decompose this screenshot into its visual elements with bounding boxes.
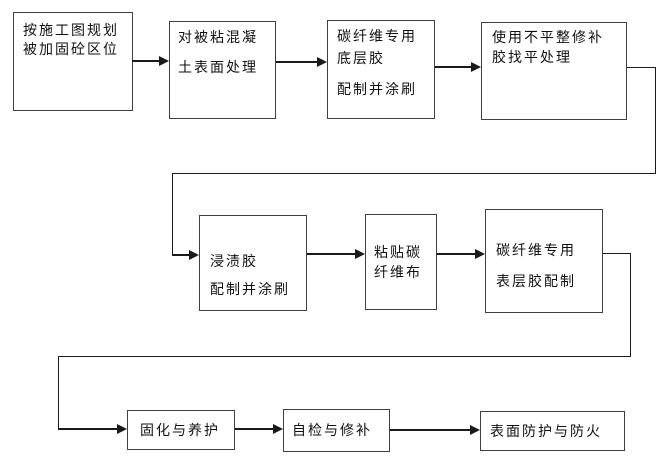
flow-step-surface-protection: 表面防护与防火: [480, 411, 625, 451]
connector-leveling-to-saturant: [627, 67, 656, 68]
flow-step-label-line: 固化与养护: [140, 421, 220, 438]
arrowhead-icon: [355, 249, 365, 259]
arrow-paste-to-topcoat: [437, 253, 477, 255]
flow-step-paste-carbon-fiber: 粘贴碳 纤维布: [365, 214, 437, 310]
arrow-primer-to-leveling: [435, 66, 473, 68]
connector-leveling-to-saturant: [172, 173, 656, 174]
flow-step-label-line: 配制并涂刷: [337, 81, 417, 97]
flow-step-label-line: 碳纤维专用: [496, 242, 576, 258]
connector-topcoat-to-curing: [58, 356, 59, 429]
flow-step-self-inspection: 自检与修补: [283, 409, 390, 452]
arrowhead-icon: [317, 57, 327, 67]
arrowhead-icon: [470, 425, 480, 435]
arrowhead-icon: [117, 424, 127, 434]
flow-step-label-line: 表面防护与防火: [490, 422, 602, 439]
flow-step-label-line: 对被粘混凝: [178, 29, 258, 45]
connector-leveling-to-saturant: [172, 173, 173, 255]
arrow-surface-to-primer: [276, 61, 319, 63]
flow-step-label-line: 胶找平处理: [492, 49, 572, 65]
flow-step-topcoat-adhesive: 碳纤维专用 表层胶配制: [485, 209, 603, 313]
flow-step-label-line: 粘贴碳: [374, 244, 422, 260]
connector-topcoat-to-curing: [58, 428, 119, 430]
flow-step-leveling-repair: 使用不平整修补 胶找平处理: [481, 22, 627, 120]
connector-topcoat-to-curing: [603, 253, 631, 254]
flow-step-label-line: 被加固砼区位: [23, 41, 119, 57]
flow-step-curing: 固化与养护: [127, 410, 235, 450]
flow-step-label-line: 按施工图规划: [23, 22, 119, 38]
arrowhead-icon: [159, 56, 169, 66]
flow-step-surface-treatment: 对被粘混凝 土表面处理: [169, 21, 276, 119]
connector-topcoat-to-curing: [58, 356, 631, 357]
connector-leveling-to-saturant: [172, 254, 190, 256]
arrow-saturant-to-paste: [307, 253, 357, 255]
arrow-inspection-to-protection: [390, 429, 472, 431]
flow-step-label-line: 土表面处理: [178, 59, 258, 75]
connector-leveling-to-saturant: [655, 67, 656, 174]
flow-step-label-line: 配制并涂刷: [210, 281, 290, 297]
flow-step-plan-region: 按施工图规划 被加固砼区位: [13, 12, 133, 111]
flow-step-label-line: 表层胶配制: [496, 273, 576, 289]
flow-step-label-line: 纤维布: [374, 264, 422, 280]
arrowhead-icon: [475, 249, 485, 259]
connector-topcoat-to-curing: [630, 253, 631, 356]
flow-step-label-line: 自检与修补: [292, 422, 372, 438]
arrow-plan-to-surface: [132, 60, 162, 62]
arrowhead-icon: [273, 424, 283, 434]
arrowhead-icon: [189, 250, 199, 260]
flow-step-label-line: 使用不平整修补: [492, 29, 604, 45]
flow-step-primer-adhesive: 碳纤维专用 底层胶 配制并涂刷: [327, 20, 435, 119]
arrow-curing-to-inspection: [235, 428, 275, 430]
flow-step-saturant-adhesive: 浸渍胶 配制并涂刷: [199, 215, 307, 311]
flow-step-label-line: 碳纤维专用: [337, 28, 417, 44]
arrowhead-icon: [471, 62, 481, 72]
flow-step-label-line: 浸渍胶: [210, 253, 258, 269]
flow-step-label-line: 底层胶: [337, 50, 385, 66]
